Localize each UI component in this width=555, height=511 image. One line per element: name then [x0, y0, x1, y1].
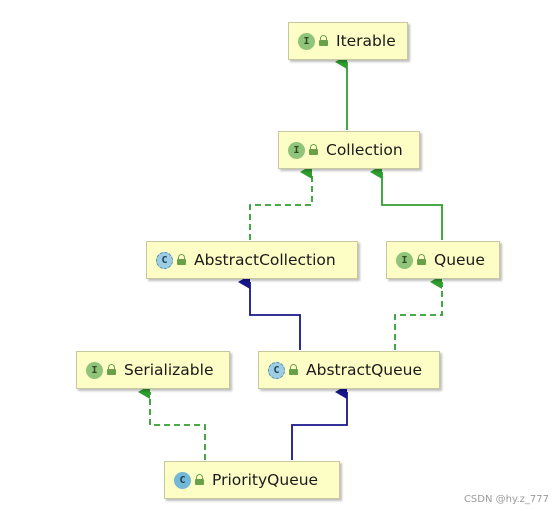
node-label: Iterable [336, 32, 396, 50]
interface-icon: I [288, 141, 305, 159]
edge-abstractcollection-collection [249, 165, 313, 240]
node-priority-queue[interactable]: C PriorityQueue [164, 461, 340, 499]
edge-queue-collection [370, 165, 443, 240]
node-abstract-queue[interactable]: C AbstractQueue [258, 351, 440, 389]
node-label: Serializable [124, 361, 214, 379]
lock-icon [107, 364, 116, 376]
interface-icon: I [298, 32, 315, 50]
edge-abstractqueue-queue [394, 275, 443, 350]
edge-abstractqueue-abstractcollection [238, 275, 301, 350]
node-queue[interactable]: I Queue [386, 241, 500, 279]
lock-icon [319, 35, 328, 47]
abstract-class-icon: C [156, 251, 173, 269]
node-label: AbstractQueue [306, 361, 422, 379]
lock-icon [309, 144, 318, 156]
watermark: CSDN @hy.z_777 [463, 494, 549, 505]
edge-priorityqueue-serializable [138, 385, 206, 460]
edge-priorityqueue-abstractqueue [291, 385, 348, 460]
class-icon: C [174, 471, 191, 489]
lock-icon [289, 364, 298, 376]
abstract-class-icon: C [268, 361, 285, 379]
lock-icon [417, 254, 426, 266]
interface-icon: I [396, 251, 413, 269]
node-collection[interactable]: I Collection [278, 131, 420, 169]
node-label: PriorityQueue [212, 471, 319, 489]
node-label: AbstractCollection [194, 251, 336, 269]
lock-icon [177, 254, 186, 266]
node-iterable[interactable]: I Iterable [288, 22, 408, 60]
node-serializable[interactable]: I Serializable [76, 351, 230, 389]
interface-icon: I [86, 361, 103, 379]
node-label: Collection [326, 141, 403, 159]
node-label: Queue [434, 251, 485, 269]
lock-icon [195, 474, 204, 486]
node-abstract-collection[interactable]: C AbstractCollection [146, 241, 358, 279]
